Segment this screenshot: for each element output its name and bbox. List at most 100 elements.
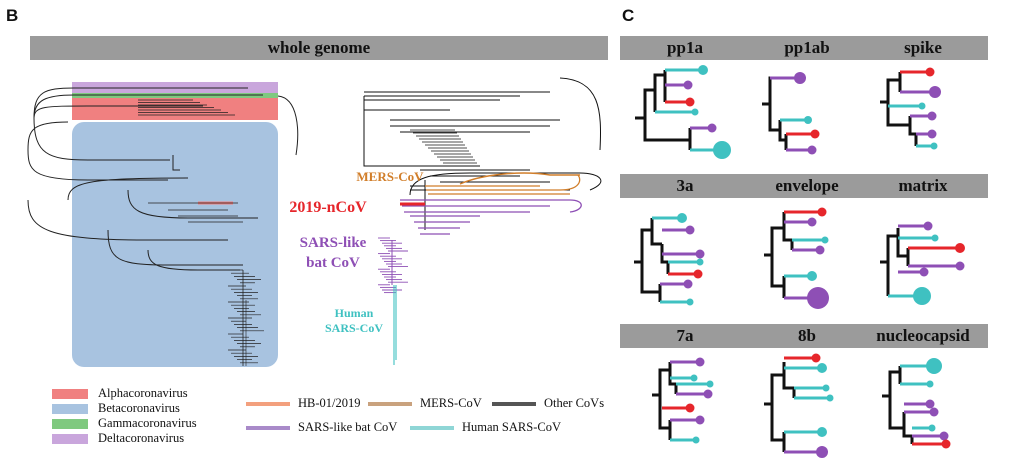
legend-label: HB-01/2019 bbox=[298, 396, 361, 410]
whole-genome-tree-genus bbox=[27, 82, 299, 367]
tree-branch-other bbox=[363, 96, 480, 167]
tree-branch-beta bbox=[33, 117, 170, 161]
ncov-2019-label: 2019-nCoV bbox=[289, 199, 367, 216]
tree-branch-beta bbox=[67, 177, 189, 201]
legend-label: Deltacoronavirus bbox=[98, 431, 185, 445]
gene-tree-tip-node bbox=[826, 394, 834, 402]
legend-label: Betacoronavirus bbox=[98, 401, 180, 415]
mers-cov-label: MERS-CoV bbox=[356, 169, 424, 184]
gene-tree-tip-node bbox=[683, 279, 693, 289]
gene-tree-tip-node bbox=[807, 145, 817, 155]
tree-branch-other bbox=[364, 109, 560, 133]
gene-tree-tip-node bbox=[931, 234, 939, 242]
gene-tree-tip-node bbox=[703, 389, 713, 399]
gene-tree-tip-node bbox=[816, 446, 828, 458]
gene-tree-tip-node bbox=[685, 403, 695, 413]
row1-header bbox=[620, 36, 988, 60]
sars-like-label-line2: bat CoV bbox=[306, 255, 360, 271]
tree-branch-other bbox=[364, 91, 550, 101]
gene-tree-tip-node bbox=[821, 236, 829, 244]
legend-human-sars: Human SARS-CoV bbox=[410, 420, 561, 435]
gene-tree-tip-node bbox=[794, 72, 806, 84]
gene-title-spike: spike bbox=[904, 38, 942, 57]
gene-title-3a: 3a bbox=[676, 176, 694, 195]
tree-branch-sars-like bbox=[569, 199, 582, 213]
gene-tree-tip-node bbox=[698, 65, 708, 75]
gene-title-pp1a: pp1a bbox=[667, 38, 703, 57]
beta-shading bbox=[72, 122, 278, 367]
alpha-shading bbox=[72, 98, 278, 120]
gene-title-matrix: matrix bbox=[898, 176, 948, 195]
gene-tree-tip-node bbox=[929, 407, 939, 417]
tree-branch-beta bbox=[127, 189, 258, 219]
legend-swatch bbox=[52, 418, 88, 429]
tree-branch-gamma bbox=[33, 94, 263, 119]
gene-tree-tip-node bbox=[913, 287, 931, 305]
gene-tree-tip-node bbox=[926, 358, 942, 374]
gene-tree-tip-node bbox=[685, 225, 695, 235]
legend-swatch bbox=[52, 403, 88, 414]
gene-tree-tip-node bbox=[928, 424, 936, 432]
gene-title-nucleocapsid: nucleocapsid bbox=[876, 326, 970, 345]
gene-tree-tip-node bbox=[807, 271, 817, 281]
legend-mers: MERS-CoV bbox=[368, 396, 482, 411]
gene-tree-tip-node bbox=[817, 363, 827, 373]
gene-tree-tip-node bbox=[677, 213, 687, 223]
legend-swatch bbox=[246, 401, 290, 406]
tree-branch-beta bbox=[172, 155, 180, 171]
tree-branch-outer bbox=[277, 95, 299, 156]
gene-tree-stem bbox=[880, 228, 910, 296]
gene-title-pp1ab: pp1ab bbox=[784, 38, 830, 57]
gene-tree-tip-node bbox=[695, 357, 705, 367]
gene-tree-tip-node bbox=[696, 258, 704, 266]
panel-b-letter: B bbox=[6, 6, 19, 25]
gene-tree-stem bbox=[882, 366, 914, 444]
gene-tree-tip-node bbox=[695, 249, 705, 259]
tree-branch-other bbox=[420, 169, 530, 177]
gene-tree-tip-node bbox=[919, 267, 929, 277]
legend-swatch bbox=[52, 388, 88, 399]
legend-label: MERS-CoV bbox=[420, 396, 482, 410]
gene-tree-tip-node bbox=[955, 261, 965, 271]
legend-sars-like-bat: SARS-like bat CoV bbox=[246, 420, 397, 435]
gene-tree-stem bbox=[652, 362, 678, 440]
legend-swatch bbox=[368, 401, 412, 406]
gene-tree-tip-node bbox=[927, 111, 937, 121]
tree-branch-other bbox=[559, 77, 601, 151]
gene-tree-tip-node bbox=[941, 439, 951, 449]
gene-tree-tip-node bbox=[683, 80, 693, 90]
gene-tree-tip-node bbox=[706, 380, 714, 388]
legend-betacoronavirus: Betacoronavirus bbox=[52, 401, 180, 416]
legend-hb01: HB-01/2019 bbox=[246, 396, 361, 411]
tree-branch-mers bbox=[425, 185, 570, 195]
gene-tree-tip-node bbox=[685, 97, 695, 107]
tree-branch-beta bbox=[27, 149, 168, 181]
sars-like-label-line1: SARS-like bbox=[299, 235, 367, 251]
gene-tree-tip-node bbox=[939, 431, 949, 441]
gene-tree-stem bbox=[880, 72, 918, 146]
gene-title-envelope: envelope bbox=[775, 176, 839, 195]
gene-tree-tip-node bbox=[817, 207, 827, 217]
gene-tree-stem bbox=[764, 212, 794, 298]
gene-tree-tip-node bbox=[686, 298, 694, 306]
tree-branch-human-sars bbox=[393, 285, 397, 365]
tree-branch-outer bbox=[409, 172, 602, 196]
gene-tree-stem bbox=[764, 362, 796, 452]
legend-swatch bbox=[246, 425, 290, 430]
legend-swatch bbox=[492, 401, 536, 406]
tree-branch-mers bbox=[559, 174, 581, 191]
gene-tree-tip-node bbox=[923, 221, 933, 231]
gene-title-7a: 7a bbox=[676, 326, 694, 345]
human-sars-label-line1: Human bbox=[334, 306, 374, 320]
tree-branch-sars-like bbox=[400, 199, 570, 213]
tree-branch-beta bbox=[27, 199, 228, 241]
tree-branch-delta bbox=[33, 87, 248, 119]
gene-tree-stem bbox=[762, 76, 788, 150]
gene-tree-stem bbox=[634, 218, 670, 302]
legend-label: SARS-like bat CoV bbox=[298, 420, 398, 434]
gene-tree-tip-node bbox=[815, 245, 825, 255]
gene-tree-tip-node bbox=[926, 380, 934, 388]
tree-branch-outer bbox=[27, 121, 69, 151]
gene-tree-tip-node bbox=[930, 142, 938, 150]
